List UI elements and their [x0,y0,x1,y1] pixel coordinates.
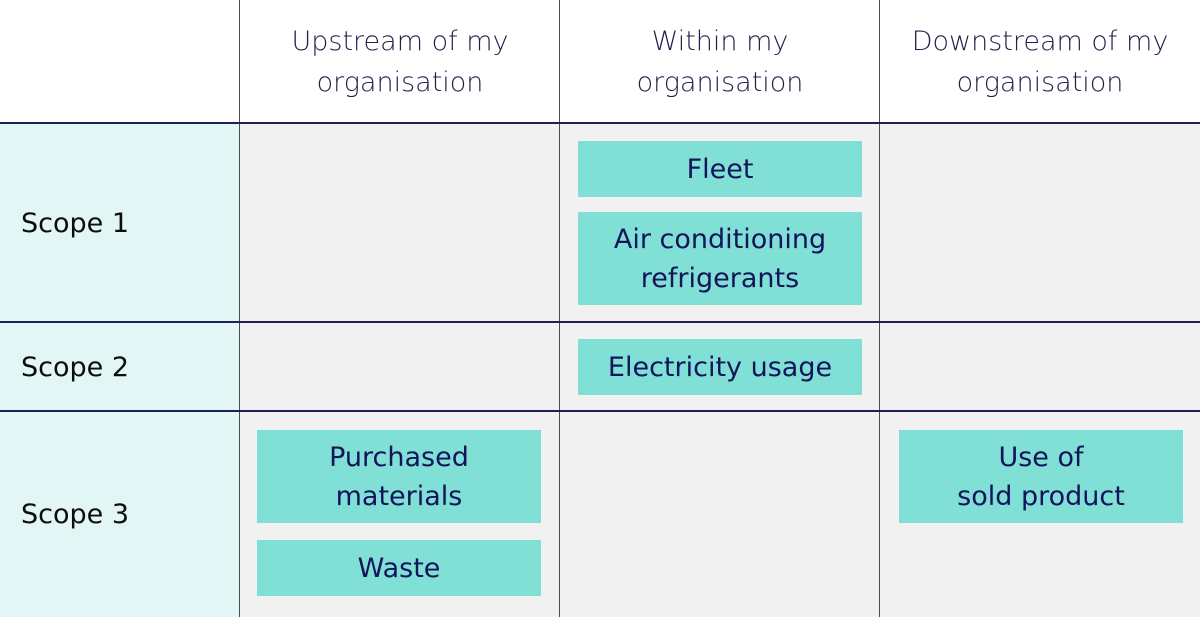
air-conditioning-label-line2: refrigerants [640,262,800,294]
cell-scope1-upstream [240,124,560,322]
waste-box: Waste [257,540,541,596]
cell-scope2-upstream [240,323,560,411]
cell-scope2-downstream [880,323,1200,411]
row-label-scope-2: Scope 2 [0,323,239,411]
column-header-upstream-line1: Upstream of my [291,26,509,57]
purchased-materials-box: Purchased materials [257,430,541,523]
fleet-label: Fleet [686,153,754,185]
electricity-usage-label: Electricity usage [607,351,833,383]
column-header-within-line1: Within my [651,26,789,57]
column-divider-2 [559,0,560,617]
row-label-scope-3-text: Scope 3 [21,499,130,530]
waste-label: Waste [357,552,441,584]
column-header-upstream-line2: organisation [316,67,484,98]
column-header-downstream-line2: organisation [956,67,1124,98]
scope-1-2-divider [0,321,1200,323]
cell-scope1-downstream [880,124,1200,322]
air-conditioning-label-line1: Air conditioning [613,223,827,255]
column-divider-3 [879,0,880,617]
purchased-materials-label-line1: Purchased [329,441,469,473]
column-header-within: Within my organisation [560,0,880,123]
use-of-sold-product-label-line1: Use of [998,441,1084,473]
air-conditioning-refrigerants-box: Air conditioning refrigerants [578,212,862,305]
row-label-scope-3: Scope 3 [0,412,239,617]
column-header-downstream: Downstream of my organisation [880,0,1200,123]
fleet-box: Fleet [578,141,862,197]
row-label-scope-1: Scope 1 [0,124,239,322]
row-label-scope-1-text: Scope 1 [21,207,130,239]
row-label-scope-2-text: Scope 2 [21,351,130,383]
purchased-materials-label-line2: materials [335,480,463,512]
use-of-sold-product-label-line2: sold product [957,480,1125,512]
header-divider [0,122,1200,124]
cell-scope3-within [560,412,880,617]
column-divider-1 [239,0,240,617]
column-header-within-line2: organisation [636,67,804,98]
column-header-upstream: Upstream of my organisation [240,0,560,123]
use-of-sold-product-box: Use of sold product [899,430,1183,523]
electricity-usage-box: Electricity usage [578,339,862,395]
column-header-downstream-line1: Downstream of my [911,26,1169,57]
scope-2-3-divider [0,410,1200,412]
